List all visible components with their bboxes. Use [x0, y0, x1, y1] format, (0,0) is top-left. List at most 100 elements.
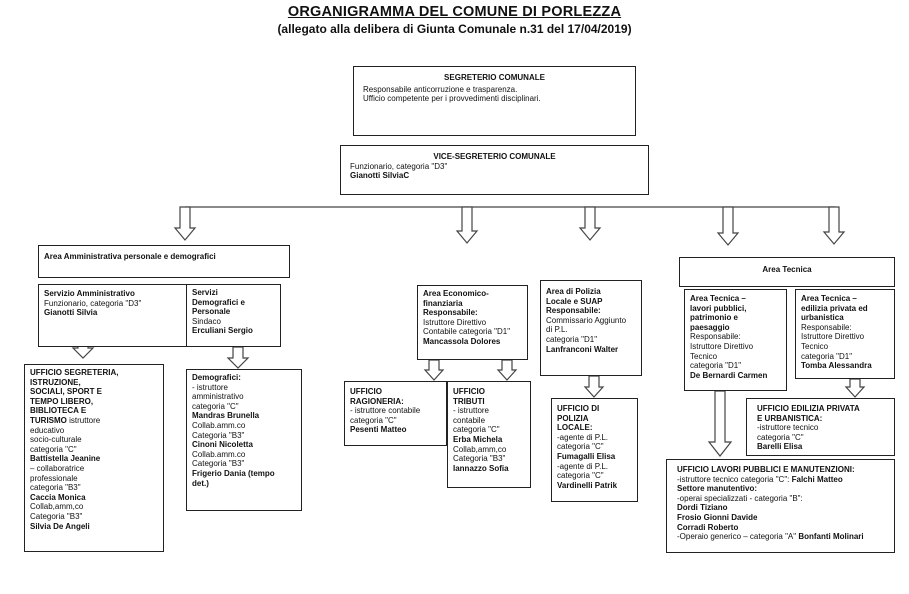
uff-pol-name: Vardinelli Patrik — [557, 480, 618, 490]
vice-line: Funzionario, categoria "D3" — [350, 161, 448, 171]
vice-title: VICE-SEGRETERIO COMUNALE — [433, 152, 556, 161]
demografici-line: Categoria "B3" — [192, 430, 245, 440]
uff-lav-name: Bonfanti Molinari — [798, 532, 864, 542]
serv-dem-name: Erculiani Sergio — [192, 326, 253, 336]
down-arrow-icon — [583, 375, 605, 398]
demografici-line: Collab.amm.co — [192, 449, 246, 459]
area-tec-lav-title: paesaggio — [690, 322, 730, 332]
servizio-amministrativo-box: Servizio Amministrativo Funzionario, cat… — [38, 284, 187, 347]
serv-dem-line: Sindaco — [192, 316, 221, 326]
uff-segr-line: – collaboratrice — [30, 463, 85, 473]
area-tec-lav-line: Responsabile: — [690, 332, 741, 342]
area-tec-ed-title: Area Tecnica – — [801, 294, 857, 303]
uff-ed-title: E URBANISTICA: — [757, 413, 823, 423]
uff-pol-line: categoria "C" — [557, 471, 604, 481]
uff-pol-line: -agente di P.L. — [557, 432, 609, 442]
area-tec-ed-line: Istruttore Direttivo — [801, 332, 865, 342]
demografici-name: Frigerio Dania (tempo — [192, 468, 275, 478]
uff-lav-name: Falchi Matteo — [791, 474, 843, 484]
uff-lav-name: Frosio Gionni Davide — [677, 512, 758, 522]
area-tec-lav-line: Istruttore Direttivo — [690, 341, 754, 351]
uff-trib-title: TRIBUTI — [453, 396, 485, 406]
area-eco-line: Contabile categoria "D1" — [423, 327, 511, 337]
page-subtitle: (allegato alla delibera di Giunta Comuna… — [277, 22, 632, 36]
uff-rag-name: Pesenti Matteo — [350, 425, 407, 435]
uff-segr-title: SOCIALI, SPORT E — [30, 387, 103, 397]
demografici-line: categoria "C" — [192, 401, 239, 411]
serv-dem-title: Demografici e — [192, 297, 245, 307]
uff-segr-title: UFFICIO SEGRETERIA, — [30, 368, 119, 377]
area-tec-lav-line: Tecnico — [690, 351, 718, 361]
area-tecnica-lavori-box: Area Tecnica – lavori pubblici, patrimon… — [684, 289, 787, 391]
uff-trib-title: UFFICIO — [453, 387, 485, 396]
area-amministrativa-box: Area Amministrativa personale e demograf… — [38, 245, 290, 278]
uff-segr-title: ISTRUZIONE, — [30, 377, 81, 387]
area-tecnica-box: Area Tecnica — [679, 257, 895, 287]
uff-pol-title: LOCALE: — [557, 423, 593, 433]
uff-lav-line: -Operaio generico – categoria "A" — [677, 532, 799, 542]
area-economico-finanziaria-box: Area Economico- finanziaria Responsabile… — [417, 285, 528, 360]
area-tec-title: Area Tecnica — [762, 265, 812, 274]
area-eco-line: Istruttore Direttivo — [423, 317, 487, 327]
down-arrow-icon — [716, 206, 740, 246]
down-arrow-icon — [707, 390, 733, 457]
demografici-name: Mandras Brunella — [192, 411, 260, 421]
area-tec-lav-title: Area Tecnica – — [690, 294, 746, 303]
demografici-name: Cinoni Nicoletta — [192, 440, 253, 450]
down-arrow-icon — [226, 346, 250, 369]
uff-lav-title: UFFICIO LAVORI PUBBLICI E MANUTENZIONI: — [677, 465, 855, 474]
ufficio-ragioneria-box: UFFICIO RAGIONERIA: - istruttore contabi… — [344, 381, 447, 446]
uff-trib-line: categoria "C" — [453, 425, 500, 435]
area-eco-title: Responsabile: — [423, 308, 478, 318]
area-tec-ed-line: Tecnico — [801, 341, 829, 351]
page-title: ORGANIGRAMMA DEL COMUNE DI PORLEZZA — [287, 4, 622, 20]
uff-lav-name: Corradi Roberto — [677, 522, 739, 532]
demografici-line: - istruttore — [192, 382, 229, 392]
down-arrow-icon — [455, 206, 479, 244]
area-amm-title: Area Amministrativa personale e demograf… — [44, 252, 216, 261]
area-eco-title: Area Economico- — [423, 289, 489, 298]
ufficio-polizia-box: UFFICIO DI POLIZIA LOCALE: -agente di P.… — [551, 398, 638, 502]
area-tec-ed-line: categoria "D1" — [801, 351, 853, 361]
area-pol-title: Locale e SUAP — [546, 296, 603, 306]
serv-dem-title: Personale — [192, 307, 231, 317]
area-pol-title: Area di Polizia — [546, 287, 601, 296]
area-tec-lav-name: De Bernardi Carmen — [690, 370, 768, 380]
uff-trib-name: Iannazzo Sofia — [453, 463, 509, 473]
uff-segr-name: Battistella Jeanine — [30, 454, 101, 464]
uff-ed-title: UFFICIO EDILIZIA PRIVATA — [757, 404, 860, 413]
uff-pol-line: -agente di P.L. — [557, 461, 609, 471]
down-arrow-icon — [173, 206, 197, 241]
uff-ed-line: -istruttore tecnico — [757, 423, 819, 433]
area-polizia-box: Area di Polizia Locale e SUAP Responsabi… — [540, 280, 642, 376]
uff-segr-line: educativo — [30, 425, 65, 435]
uff-lav-name: Dordi Tiziano — [677, 503, 728, 513]
area-tec-ed-title: urbanistica — [801, 313, 844, 323]
area-pol-name: Lanfranconi Walter — [546, 344, 619, 354]
ufficio-edilizia-box: UFFICIO EDILIZIA PRIVATA E URBANISTICA: … — [746, 398, 895, 456]
segreterio-line: Responsabile anticorruzione e trasparenz… — [363, 84, 518, 94]
uff-rag-line: - istruttore contabile — [350, 406, 421, 416]
servizi-demografici-box: Servizi Demografici e Personale Sindaco … — [186, 284, 281, 347]
uff-trib-line: contabile — [453, 415, 486, 425]
uff-pol-line: categoria "C" — [557, 442, 604, 452]
segreterio-line: Ufficio competente per i provvedimenti d… — [363, 94, 541, 104]
uff-segr-line: socio-culturale — [30, 435, 82, 445]
uff-segr-line: Collab,amm,co — [30, 502, 84, 512]
area-tec-lav-title: patrimonio e — [690, 313, 739, 323]
uff-trib-line: - istruttore — [453, 406, 490, 416]
segreterio-title: SEGRETERIO COMUNALE — [444, 73, 545, 82]
uff-pol-title: POLIZIA — [557, 413, 589, 423]
area-tec-ed-name: Tomba Alessandra — [801, 361, 872, 371]
area-tecnica-edilizia-box: Area Tecnica – edilizia privata ed urban… — [795, 289, 895, 379]
ufficio-tributi-box: UFFICIO TRIBUTI - istruttore contabile c… — [447, 381, 531, 488]
down-arrow-icon — [844, 378, 866, 398]
down-arrow-icon — [822, 206, 846, 245]
area-tec-ed-line: Responsabile: — [801, 322, 852, 332]
area-eco-name: Mancassola Dolores — [423, 336, 501, 346]
uff-lav-line: -istruttore tecnico categoria "C": — [677, 474, 792, 484]
ufficio-lavori-pubblici-box: UFFICIO LAVORI PUBBLICI E MANUTENZIONI: … — [666, 459, 895, 553]
area-pol-line: di P.L. — [546, 325, 568, 335]
uff-lav-settore: Settore manutentivo: — [677, 484, 758, 494]
uff-segr-name: Silvia De Angeli — [30, 521, 90, 531]
